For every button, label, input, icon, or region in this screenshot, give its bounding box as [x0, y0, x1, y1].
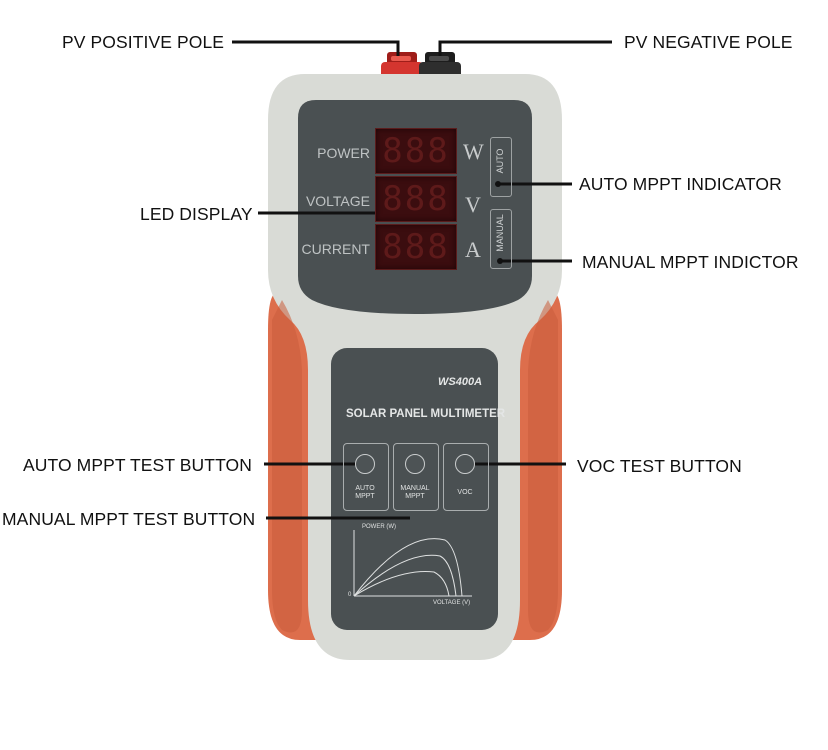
callout-voc-test-button: VOC TEST BUTTON: [577, 456, 742, 476]
model-number: WS400A: [438, 376, 483, 388]
callout-auto-mppt-indicator: AUTO MPPT INDICATOR: [579, 174, 782, 194]
auto-mppt-button-label: AUTO MPPT: [355, 485, 375, 500]
voltage-led-readout: 888: [375, 176, 457, 222]
callout-manual-mppt-test-button: MANUAL MPPT TEST BUTTON: [2, 509, 256, 529]
auto-mppt-button-circle[interactable]: [355, 454, 375, 474]
manual-mppt-test-button[interactable]: [393, 443, 439, 511]
voc-test-button[interactable]: [443, 443, 489, 511]
device-title: SOLAR PANEL MULTIMETER: [346, 408, 506, 420]
voc-button-label: VOC: [457, 489, 473, 496]
auto-mppt-indicator: [490, 137, 512, 197]
callout-led-display: LED DISPLAY: [140, 204, 253, 224]
voltage-label: VOLTAGE: [305, 193, 370, 209]
callout-pv-negative-pole: PV NEGATIVE POLE: [624, 32, 793, 52]
auto-indicator-label: AUTO: [495, 148, 505, 174]
current-label: CURRENT: [301, 241, 370, 257]
voltage-unit: V: [465, 192, 481, 217]
callout-pv-positive-pole: PV POSITIVE POLE: [62, 32, 225, 52]
pv-curve-graph: [353, 530, 472, 597]
voc-button-circle[interactable]: [455, 454, 475, 474]
graph-xlabel: VOLTAGE (V): [433, 600, 471, 606]
current-unit: A: [465, 237, 481, 262]
callout-manual-mppt-indicator: MANUAL MPPT INDICTOR: [582, 252, 799, 272]
auto-mppt-test-button[interactable]: [343, 443, 389, 511]
manual-mppt-button-circle[interactable]: [405, 454, 425, 474]
leader-lines: [232, 40, 612, 520]
manual-mppt-indicator: [490, 209, 512, 269]
manual-indicator-label: MANUAL: [495, 214, 505, 252]
power-led-readout: 888: [375, 128, 457, 174]
manual-mppt-button-label: MANUAL MPPT: [400, 485, 430, 500]
callout-auto-mppt-test-button: AUTO MPPT TEST BUTTON: [23, 455, 252, 475]
current-led-readout: 888: [375, 224, 457, 270]
power-label: POWER: [317, 145, 370, 161]
graph-ylabel: POWER (W): [362, 524, 396, 530]
graph-origin: 0: [348, 592, 352, 598]
power-unit: W: [463, 139, 484, 164]
